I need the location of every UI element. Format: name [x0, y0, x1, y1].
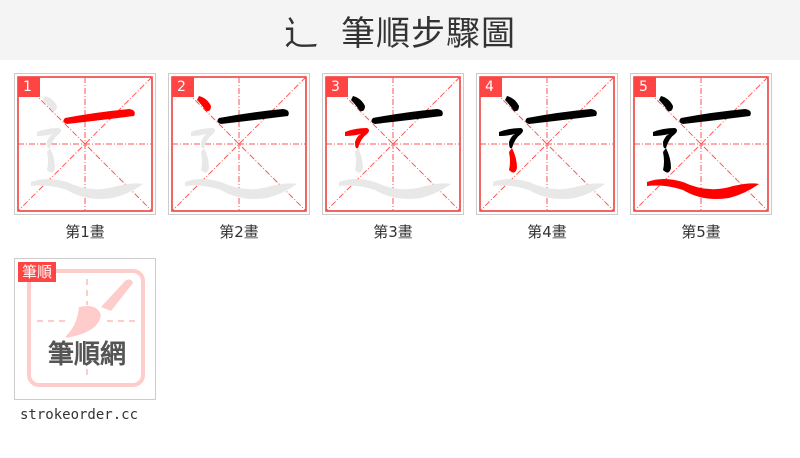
- stroke-step-1: 1 第1畫: [14, 73, 156, 242]
- step-number-badge: 1: [18, 77, 40, 97]
- step-label: 第5畫: [681, 223, 721, 241]
- page-title: 辶筆順步驟圖: [284, 6, 516, 55]
- step-number-badge: 2: [172, 77, 194, 97]
- title-character: 辶: [284, 13, 319, 54]
- step-label: 第4畫: [527, 223, 567, 241]
- stroke-grid: 1: [14, 73, 156, 215]
- step-label: 第1畫: [65, 223, 105, 241]
- step-label: 第2畫: [219, 223, 259, 241]
- stroke-step-2: 2 第2畫: [168, 73, 310, 242]
- stroke-grid: 5: [630, 73, 772, 215]
- stroke-grid: 3: [322, 73, 464, 215]
- step-number-badge: 4: [480, 77, 502, 97]
- step-number-badge: 5: [634, 77, 656, 97]
- stroke-step-5: 5 第5畫: [630, 73, 772, 242]
- step-number-badge: 3: [326, 77, 348, 97]
- title-text: 筆順步驟圖: [341, 13, 516, 54]
- stroke-step-4: 4 第4畫: [476, 73, 618, 242]
- logo-tag: 筆順: [18, 262, 57, 282]
- site-logo[interactable]: 筆順網 筆順: [14, 258, 156, 400]
- step-label: 第3畫: [373, 223, 413, 241]
- brush-logo-icon: 筆順網: [27, 269, 145, 387]
- stroke-step-3: 3 第3畫: [322, 73, 464, 242]
- page-header: 辶筆順步驟圖: [0, 0, 800, 60]
- stroke-grid: 4: [476, 73, 618, 215]
- stroke-grid: 2: [168, 73, 310, 215]
- site-url[interactable]: strokeorder.cc: [20, 407, 139, 423]
- svg-text:筆順網: 筆順網: [48, 339, 126, 370]
